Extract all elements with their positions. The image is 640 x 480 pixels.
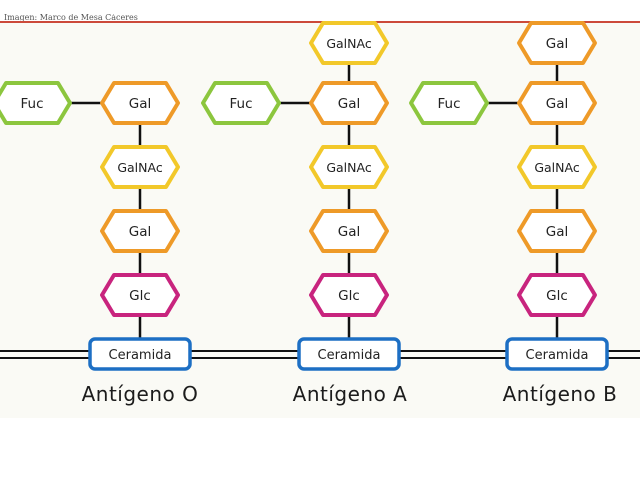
node-a-3-gal-label: Gal (338, 96, 361, 112)
node-a-2-galnac-hexagon (309, 145, 389, 189)
node-b-0-glc-hexagon (517, 273, 597, 317)
label-antigen-a: Antígeno A (292, 382, 408, 406)
node-a-0-glc-hexagon (309, 273, 389, 317)
ceramida-box-o (88, 337, 192, 371)
node-b-2-galnac-hexagon (517, 145, 597, 189)
fuc-node-o-label: Fuc (20, 96, 43, 112)
node-a-0-glc-label: Glc (338, 288, 360, 304)
node-o-1-gal-label: Gal (129, 224, 152, 240)
node-o-3-gal-hexagon (100, 81, 180, 125)
header-rule (0, 21, 640, 23)
node-b-4-gal-label: Gal (546, 36, 569, 52)
glycan-diagram: CeramidaGlcGalGalNAcGalFucCeramidaGlcGal… (0, 21, 640, 371)
ceramida-label-a: Ceramida (318, 348, 381, 363)
node-o-0-glc-hexagon (100, 273, 180, 317)
node-a-3-gal-hexagon (309, 81, 389, 125)
node-o-1-gal-hexagon (100, 209, 180, 253)
node-a-1-gal-hexagon (309, 209, 389, 253)
node-b-1-gal-hexagon (517, 209, 597, 253)
node-o-3-gal-label: Gal (129, 96, 152, 112)
node-a-1-gal-label: Gal (338, 224, 361, 240)
node-b-3-gal-hexagon (517, 81, 597, 125)
ceramida-box-b (505, 337, 609, 371)
fuc-node-a-label: Fuc (229, 96, 252, 112)
ceramida-label-o: Ceramida (109, 348, 172, 363)
node-o-2-galnac-label: GalNAc (117, 160, 163, 175)
node-b-3-gal-label: Gal (546, 96, 569, 112)
header-strip (0, 0, 640, 22)
figure: Imagen: Marco de Mesa Cáceres Ceramida Gl… (0, 0, 640, 406)
node-b-4-gal-hexagon (517, 21, 597, 65)
node-b-1-gal-label: Gal (546, 224, 569, 240)
ceramida-box-a (297, 337, 401, 371)
node-b-2-galnac-label: GalNAc (534, 160, 580, 175)
label-antigen-b: Antígeno B (502, 382, 618, 406)
node-o-2-galnac-hexagon (100, 145, 180, 189)
fuc-node-o-hexagon (0, 81, 72, 125)
node-a-4-galnac-label: GalNAc (326, 36, 372, 51)
ceramida-label-b: Ceramida (526, 348, 589, 363)
node-o-0-glc-label: Glc (129, 288, 151, 304)
node-a-4-galnac-hexagon (309, 21, 389, 65)
node-a-2-galnac-label: GalNAc (326, 160, 372, 175)
image-credit: Imagen: Marco de Mesa Cáceres (4, 14, 138, 22)
label-antigen-o: Antígeno O (81, 382, 199, 406)
fuc-node-b-hexagon (409, 81, 489, 125)
node-b-0-glc-label: Glc (546, 288, 568, 304)
fuc-node-a-hexagon (201, 81, 281, 125)
fuc-node-b-label: Fuc (437, 96, 460, 112)
